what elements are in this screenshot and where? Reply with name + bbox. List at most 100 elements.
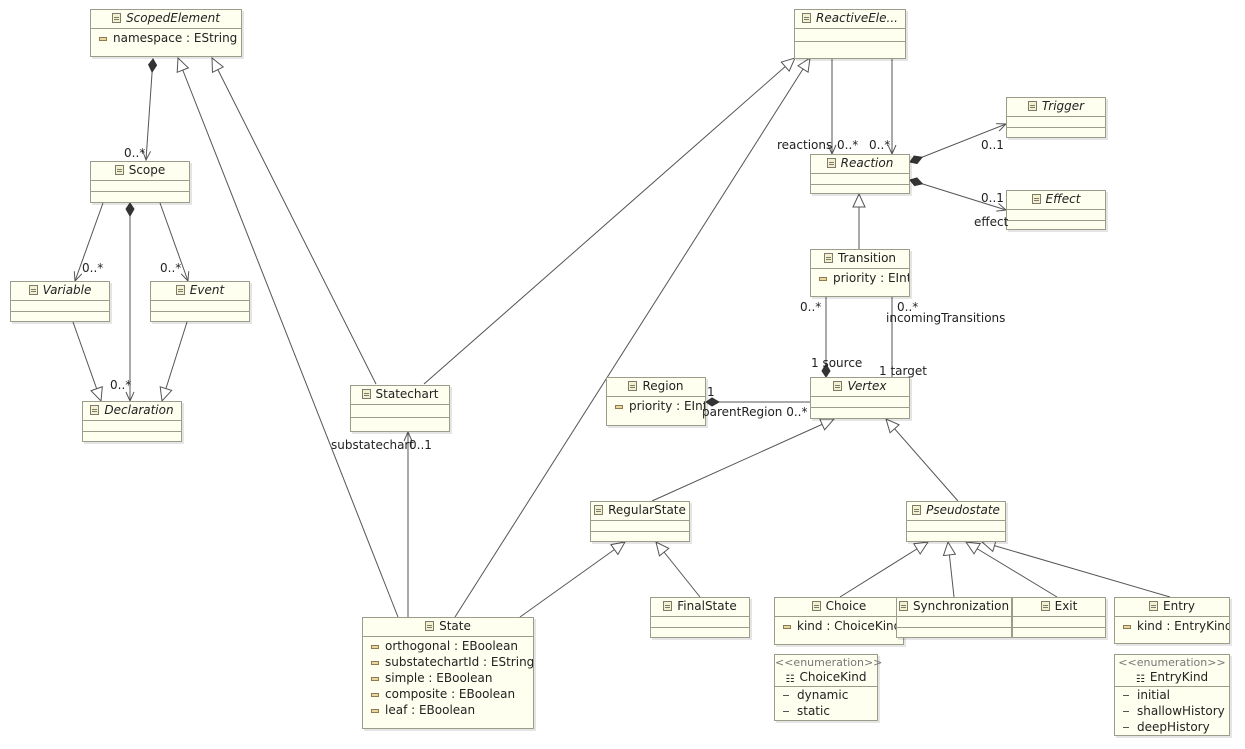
attribute-icon bbox=[371, 693, 379, 697]
class-icon bbox=[823, 253, 833, 263]
label-reactions-multiplicity-2: 0..* bbox=[869, 138, 891, 152]
class-vertex[interactable]: Vertex bbox=[810, 377, 910, 419]
class-regular-state[interactable]: RegularState bbox=[590, 501, 690, 542]
label-declaration-multiplicity: 0..* bbox=[110, 378, 132, 392]
edge-scope-event bbox=[159, 202, 190, 283]
edge-regularstate-vertex bbox=[651, 418, 836, 502]
class-icon bbox=[833, 381, 843, 391]
attribute[interactable]: composite : EBoolean bbox=[363, 686, 533, 702]
class-name: Pseudostate bbox=[926, 503, 1000, 517]
class-icon bbox=[28, 285, 38, 295]
attribute-icon bbox=[615, 405, 623, 409]
literal-icon bbox=[783, 695, 789, 696]
class-icon bbox=[628, 381, 638, 391]
class-region[interactable]: Region priority : EInt bbox=[606, 377, 706, 426]
enum-name: EntryKind bbox=[1149, 670, 1209, 684]
class-icon bbox=[112, 13, 122, 23]
class-pseudostate[interactable]: Pseudostate bbox=[906, 501, 1006, 542]
class-effect[interactable]: Effect bbox=[1006, 190, 1106, 230]
class-icon bbox=[90, 405, 100, 415]
attribute[interactable]: substatechartId : EString bbox=[363, 654, 533, 670]
class-reaction[interactable]: Reaction bbox=[810, 154, 910, 194]
class-trigger[interactable]: Trigger bbox=[1006, 97, 1106, 138]
attribute[interactable]: priority : EInt bbox=[607, 398, 705, 414]
class-icon bbox=[1027, 101, 1037, 111]
class-icon bbox=[811, 601, 821, 611]
edge-state-scopedelement bbox=[176, 56, 399, 618]
class-choice[interactable]: Choice kind : ChoiceKind bbox=[774, 597, 904, 645]
class-icon bbox=[114, 165, 124, 175]
edge-variable-declaration bbox=[72, 321, 103, 403]
edge-scopedelement-scope bbox=[142, 58, 158, 162]
class-icon bbox=[663, 601, 673, 611]
edge-finalstate-regularstate bbox=[655, 541, 701, 598]
label-source-multiplicity-top: 0..* bbox=[800, 300, 822, 314]
class-scope[interactable]: Scope bbox=[90, 161, 190, 203]
class-state[interactable]: State orthogonal : EBoolean substatechar… bbox=[362, 617, 534, 729]
attribute-icon bbox=[99, 37, 107, 41]
edge-pseudostate-vertex bbox=[885, 418, 959, 502]
attribute[interactable]: leaf : EBoolean bbox=[363, 702, 533, 718]
edge-scope-variable bbox=[73, 202, 104, 283]
label-substatechart: substatechart bbox=[331, 438, 415, 452]
class-exit[interactable]: Exit bbox=[1012, 597, 1106, 638]
class-name: FinalState bbox=[677, 599, 737, 613]
class-icon bbox=[361, 389, 371, 399]
enum-literal[interactable]: static bbox=[775, 703, 877, 719]
label-reactions-role: reactions bbox=[777, 138, 833, 152]
class-name: Region bbox=[642, 379, 684, 393]
enum-choice-kind[interactable]: <<enumeration>> ☷ChoiceKind dynamic stat… bbox=[774, 654, 882, 721]
class-entry[interactable]: Entry kind : EntryKind bbox=[1114, 597, 1230, 644]
class-scoped-element[interactable]: ScopedElement namespace : EString bbox=[90, 9, 242, 57]
attribute[interactable]: kind : EntryKind bbox=[1115, 618, 1229, 634]
class-icon bbox=[912, 505, 922, 515]
label-event-multiplicity: 0..* bbox=[160, 261, 182, 275]
class-transition[interactable]: Transition priority : EInt bbox=[810, 249, 910, 297]
attribute[interactable]: kind : ChoiceKind bbox=[775, 618, 903, 634]
edge-event-declaration bbox=[159, 321, 188, 403]
enum-literal[interactable]: dynamic bbox=[775, 687, 877, 703]
class-name: Declaration bbox=[104, 403, 174, 417]
enum-literal[interactable]: initial bbox=[1115, 687, 1229, 703]
literal-icon bbox=[783, 711, 789, 712]
enum-literal[interactable]: shallowHistory bbox=[1115, 703, 1229, 719]
label-region-one: 1 bbox=[707, 385, 715, 399]
class-icon bbox=[1149, 601, 1159, 611]
attribute[interactable]: namespace : EString bbox=[91, 30, 241, 46]
class-icon bbox=[425, 621, 435, 631]
edge-sync-pseudostate bbox=[942, 540, 957, 598]
class-statechart[interactable]: Statechart bbox=[350, 385, 450, 432]
class-name: Transition bbox=[837, 251, 897, 265]
label-incoming-multiplicity: 0..* bbox=[897, 300, 919, 314]
attribute[interactable]: simple : EBoolean bbox=[363, 670, 533, 686]
class-icon bbox=[898, 601, 908, 611]
edge-statechart-reactive bbox=[423, 57, 796, 385]
attribute[interactable]: priority : EInt bbox=[811, 270, 909, 286]
class-final-state[interactable]: FinalState bbox=[650, 597, 750, 638]
class-event[interactable]: Event bbox=[150, 281, 250, 322]
class-name: RegularState bbox=[608, 503, 686, 517]
attribute-icon bbox=[1123, 625, 1131, 629]
class-icon bbox=[802, 13, 812, 23]
edge-statechart-scopedelement bbox=[211, 56, 377, 385]
attribute[interactable]: orthogonal : EBoolean bbox=[363, 638, 533, 654]
class-name: Statechart bbox=[375, 387, 439, 401]
enum-entry-kind[interactable]: <<enumeration>> ☷EntryKind initial shall… bbox=[1114, 654, 1230, 736]
enum-literal[interactable]: deepHistory bbox=[1115, 719, 1229, 735]
class-declaration[interactable]: Declaration bbox=[82, 401, 182, 442]
edge-reaction-effect bbox=[909, 177, 1008, 212]
label-trigger-multiplicity: 0..1 bbox=[981, 138, 1004, 152]
class-reactive-element[interactable]: ReactiveEle... bbox=[794, 9, 906, 59]
class-name: Scope bbox=[128, 163, 166, 177]
edge-reaction-trigger bbox=[909, 123, 1008, 165]
class-name: State bbox=[439, 619, 471, 633]
class-synchronization[interactable]: Synchronization bbox=[896, 597, 1012, 638]
label-variable-multiplicity: 0..* bbox=[82, 261, 104, 275]
label-effect-multiplicity: 0..1 bbox=[981, 191, 1004, 205]
attribute-icon bbox=[371, 709, 379, 713]
class-variable[interactable]: Variable bbox=[10, 281, 110, 322]
class-name: ScopedElement bbox=[126, 11, 220, 25]
class-name: Event bbox=[189, 283, 225, 297]
edge-state-reactive bbox=[454, 56, 811, 618]
literal-icon bbox=[1123, 711, 1129, 712]
